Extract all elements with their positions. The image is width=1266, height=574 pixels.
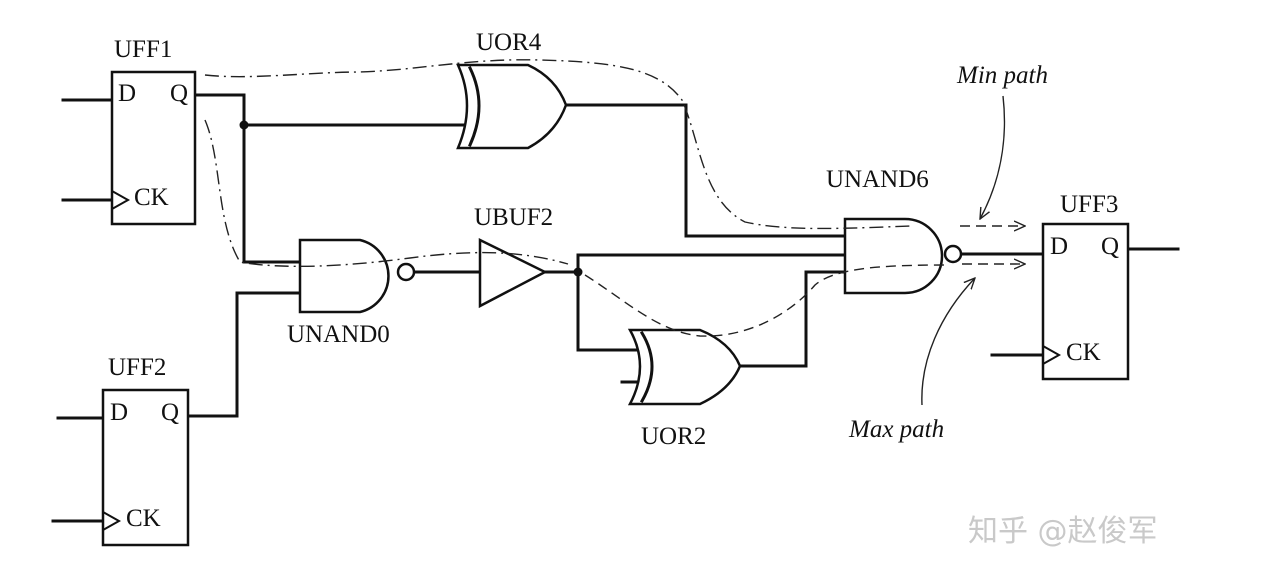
uor2-label: UOR2 (641, 423, 706, 450)
max-path-curve-dashed (584, 264, 949, 337)
junction-dot-uff1-q (239, 120, 249, 130)
uff1-pin-q: Q (170, 80, 188, 107)
uff3-pin-d: D (1050, 233, 1068, 260)
uor4-back-curve (467, 65, 481, 147)
max-path-curve (204, 119, 569, 268)
min-path-annotation: Min path (956, 62, 1048, 89)
uor4-label: UOR4 (476, 29, 542, 56)
uff2-pin-d: D (110, 399, 128, 426)
wire-uor2-to-unand6 (738, 270, 847, 368)
uff3-pin-ck: CK (1066, 339, 1101, 366)
uor2-back-curve (639, 330, 654, 404)
wire-uff1-q-net (193, 93, 302, 264)
uff1-clock-triangle (111, 190, 131, 210)
flip-flop-uff2: UFF2 D Q CK (101, 354, 190, 547)
uor4-body (456, 63, 568, 150)
wire-ubuf2-to-uor2 (576, 270, 638, 352)
buffer-gate-ubuf2: UBUF2 (474, 204, 553, 309)
ubuf2-body (478, 237, 548, 309)
or-gate-uor2: UOR2 (627, 328, 742, 450)
uff3-label: UFF3 (1060, 191, 1118, 218)
uff1-body (110, 70, 197, 226)
uff2-pin-ck: CK (126, 505, 161, 532)
unand0-label: UNAND0 (287, 321, 390, 348)
min-path-pointer (980, 95, 1006, 219)
nand-gate-unand0: UNAND0 (287, 238, 416, 348)
uor2-body (627, 328, 742, 406)
max-path-pointer (921, 278, 975, 406)
max-path-annotation: Max path (848, 416, 944, 443)
unand6-body (843, 217, 944, 295)
uff1-pin-d: D (118, 80, 136, 107)
or-gate-uor4: UOR4 (456, 29, 568, 150)
unand0-body (298, 238, 390, 314)
uff2-clock-triangle (102, 511, 122, 531)
junction-dot-ubuf2-out (573, 267, 583, 277)
wire-ubuf2-to-unand6 (543, 253, 847, 274)
flip-flop-uff1: UFF1 D Q CK (110, 36, 197, 226)
uff3-clock-triangle (1042, 345, 1062, 365)
flip-flop-uff3: UFF3 D Q CK (1041, 191, 1130, 381)
wires (51, 93, 1180, 523)
watermark-text: 知乎 @赵俊军 (968, 514, 1158, 549)
uff2-label: UFF2 (108, 354, 166, 381)
unand0-bubble (396, 262, 416, 282)
min-path-curve (204, 59, 913, 230)
unand6-label: UNAND6 (826, 166, 929, 193)
nand-gate-unand6: UNAND6 (826, 166, 963, 295)
min-path-trace: Min path (204, 59, 1048, 230)
ubuf2-label: UBUF2 (474, 204, 553, 231)
uff2-pin-q: Q (161, 399, 179, 426)
wire-uff2-q-to-unand0 (186, 291, 302, 418)
max-path-trace: Max path (204, 119, 1025, 443)
uff1-pin-ck: CK (134, 184, 169, 211)
unand6-bubble (943, 244, 963, 264)
uff1-label: UFF1 (114, 36, 172, 63)
wire-uor4-to-unand6 (564, 103, 847, 238)
uff3-pin-q: Q (1101, 233, 1119, 260)
